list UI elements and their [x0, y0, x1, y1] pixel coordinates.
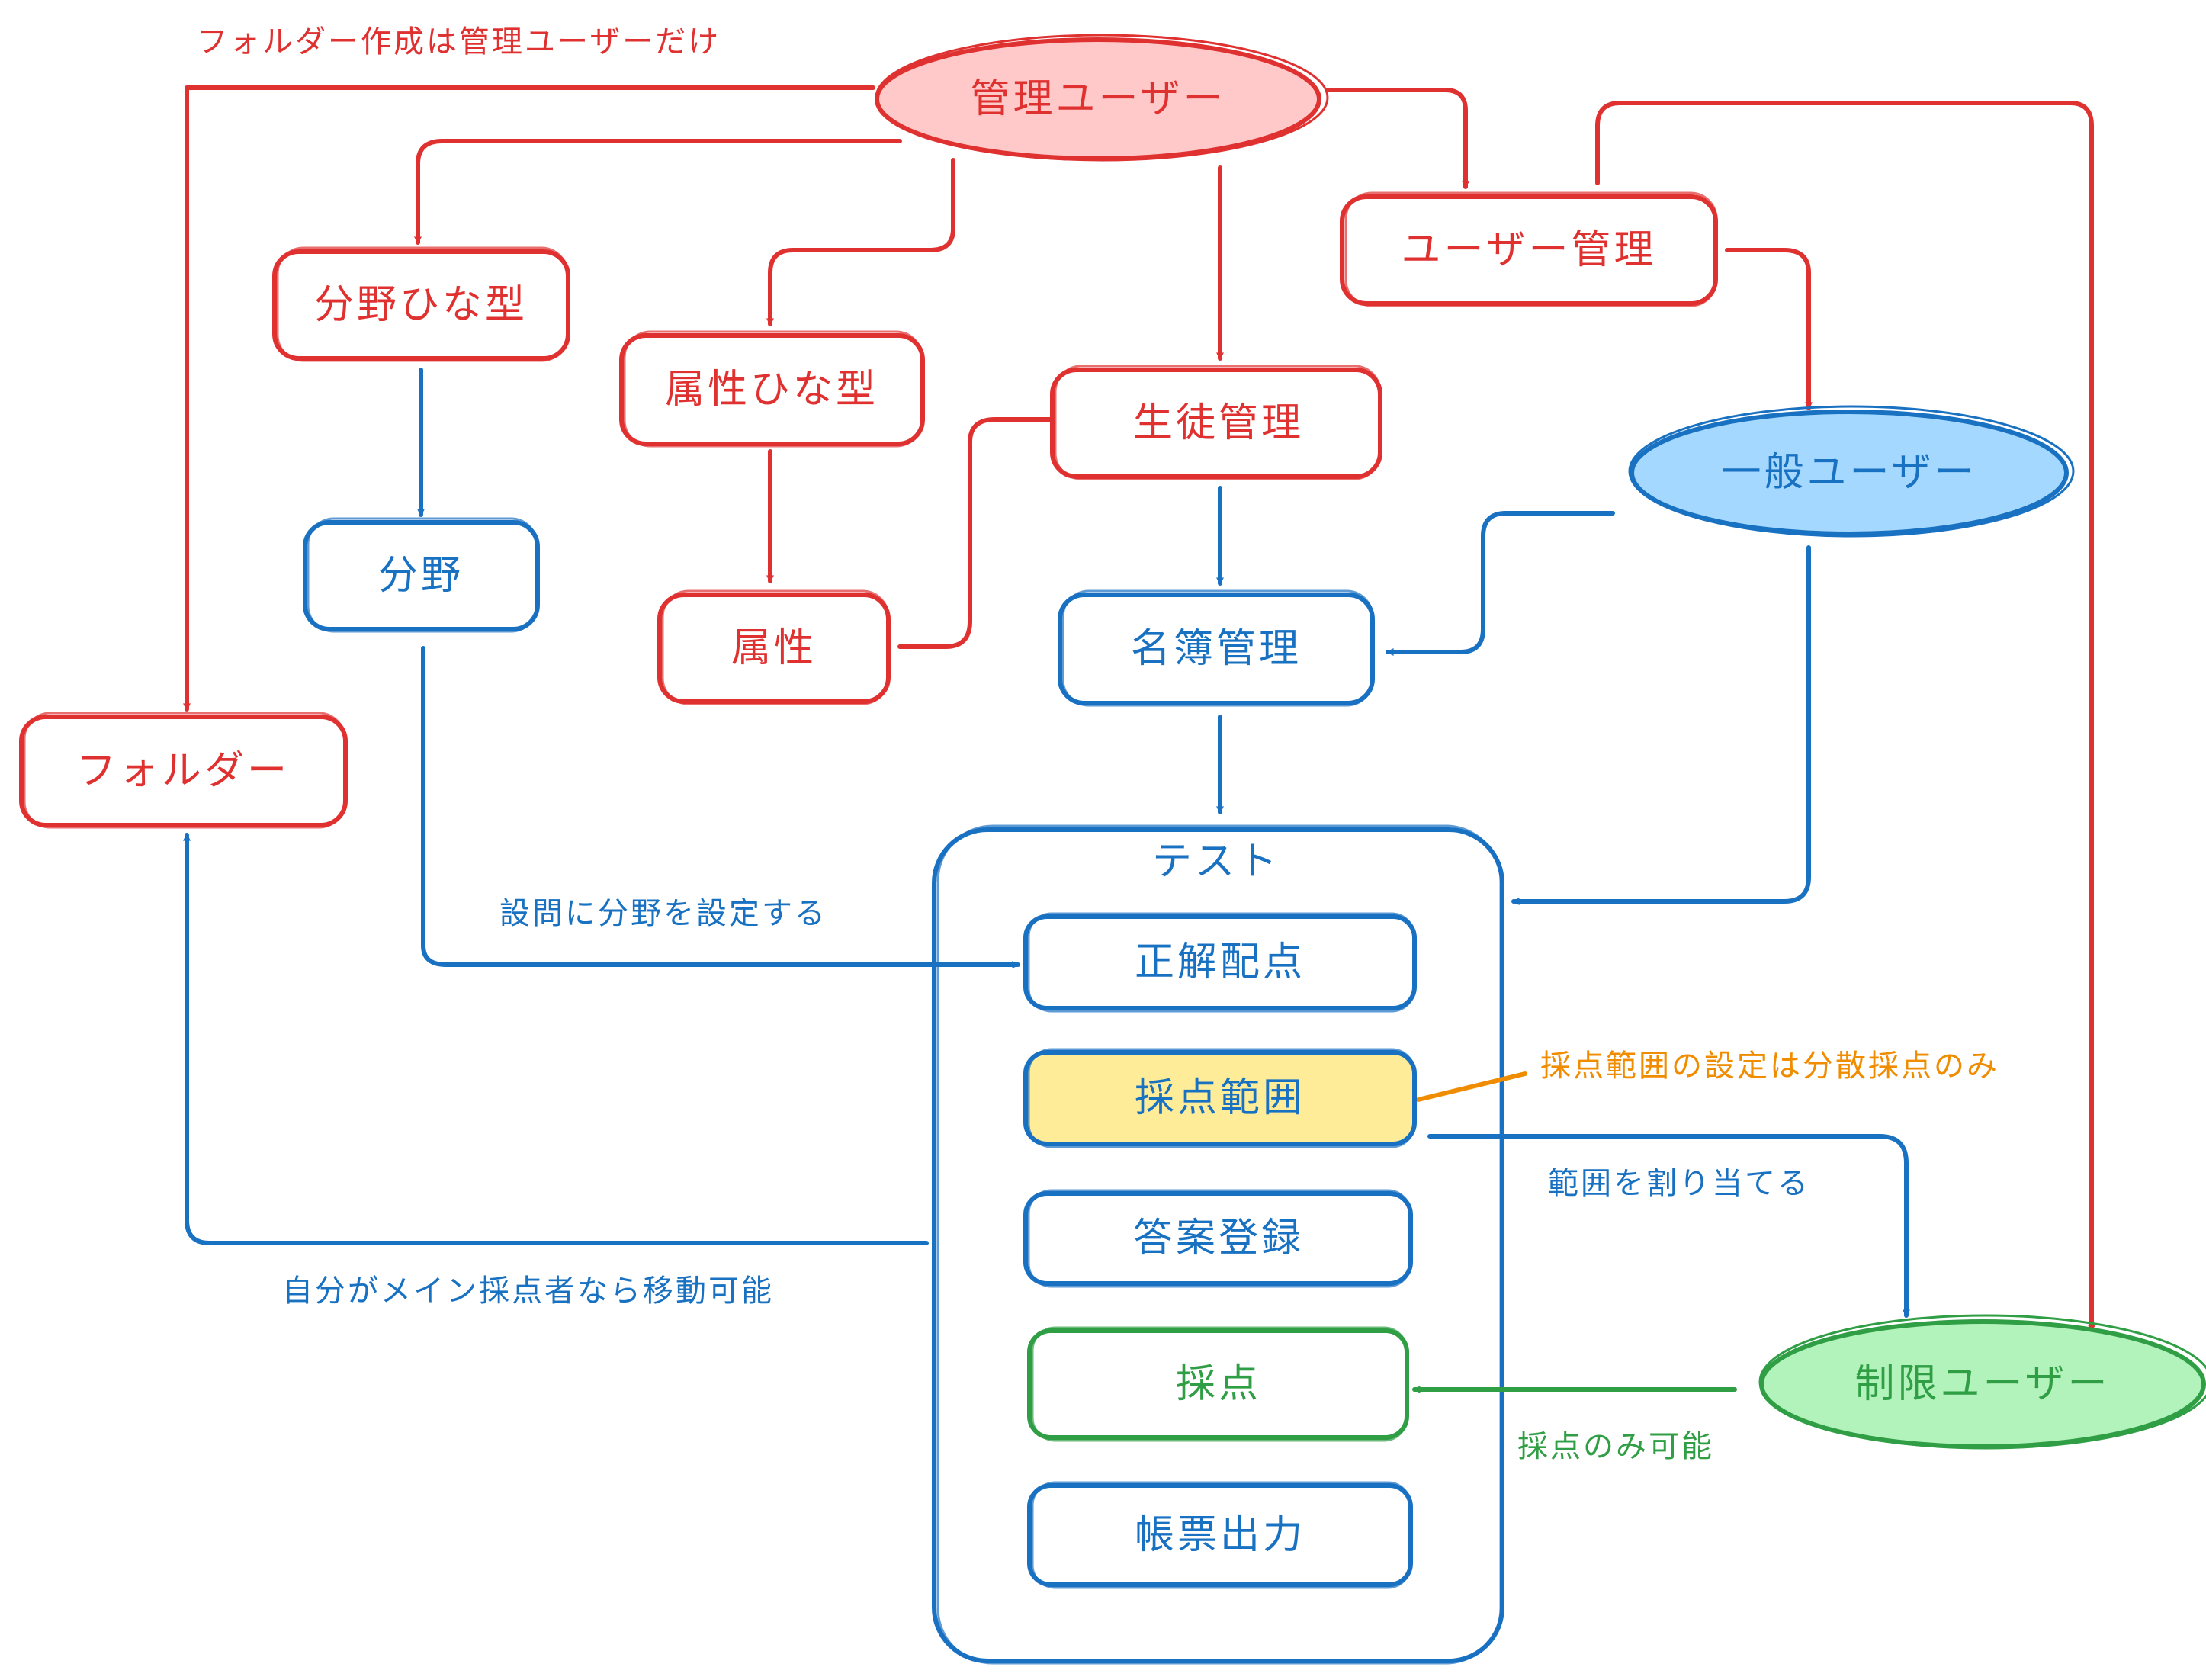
- node-report-output: 帳票出力: [1027, 1481, 1413, 1589]
- admin-user-label: 管理ユーザー: [971, 76, 1226, 122]
- edge-attribute-to-student-management: [897, 419, 1058, 649]
- edge-admin-to-folder: [187, 85, 875, 712]
- edge-user-management-to-general-user: [1725, 248, 1809, 410]
- restricted-user-label: 制限ユーザー: [1855, 1361, 2111, 1407]
- node-roster-management: 名簿管理: [1058, 589, 1375, 707]
- folder-label: フォルダー: [76, 748, 290, 794]
- attribute-template-label: 属性ひな型: [665, 367, 878, 413]
- attribute-label: 属性: [731, 625, 817, 671]
- edge-grading-range-to-restricted-user: [1427, 1134, 1906, 1318]
- label-set-field-to-question: 設問に分野を設定する: [499, 896, 827, 931]
- grading-range-label: 採点範囲: [1135, 1075, 1305, 1121]
- node-field-template: 分野ひな型: [272, 246, 570, 362]
- node-answer-registration: 答案登録: [1023, 1189, 1413, 1288]
- node-grading: 採点: [1027, 1326, 1409, 1442]
- label-grading-only: 採点のみ可能: [1517, 1429, 1714, 1464]
- edge-test-to-folder: [187, 833, 929, 1245]
- edge-admin-to-attribute-template: [770, 158, 955, 326]
- annotation-grading-range-note: 採点範囲の設定は分散採点のみ: [1540, 1049, 1999, 1084]
- node-grading-range: 採点範囲: [1023, 1048, 1417, 1148]
- node-attribute: 属性: [657, 589, 891, 705]
- label-move-if-main-grader: 自分がメイン採点者なら移動可能: [282, 1274, 774, 1309]
- user-management-label: ユーザー管理: [1402, 227, 1657, 273]
- grading-label: 採点: [1176, 1361, 1261, 1407]
- field-template-label: 分野ひな型: [314, 282, 528, 328]
- node-user-management: ユーザー管理: [1340, 191, 1718, 307]
- report-output-label: 帳票出力: [1135, 1512, 1305, 1558]
- edge-user-management-to-restricted-user: [1595, 101, 2092, 1333]
- node-attribute-template: 属性ひな型: [619, 330, 925, 448]
- node-field: 分野: [303, 517, 540, 633]
- test-title: テスト: [1152, 839, 1280, 885]
- general-user-label: 一般ユーザー: [1722, 450, 1977, 496]
- edge-field-to-answer-points: [421, 646, 1020, 965]
- node-restricted-user: 制限ユーザー: [1758, 1314, 2206, 1450]
- answer-registration-label: 答案登録: [1133, 1216, 1304, 1261]
- label-assign-range: 範囲を割り当てる: [1548, 1166, 1810, 1201]
- node-admin-user: 管理ユーザー: [875, 34, 1329, 162]
- edge-admin-to-user-management: [1325, 88, 1466, 189]
- edge-admin-to-field-template: [418, 139, 902, 245]
- node-general-user: 一般ユーザー: [1628, 405, 2075, 538]
- test-container-sketch: [936, 824, 1502, 1665]
- node-student-management: 生徒管理: [1050, 365, 1382, 480]
- student-management-label: 生徒管理: [1133, 400, 1304, 446]
- field-label: 分野: [378, 553, 464, 599]
- node-folder: フォルダー: [19, 712, 348, 829]
- answer-points-label: 正解配点: [1135, 940, 1305, 985]
- test-container: [932, 827, 1504, 1663]
- annotation-connector: [1416, 1071, 1527, 1102]
- edge-general-user-to-test: [1511, 545, 1811, 901]
- label-folder-admin-only: フォルダー作成は管理ユーザーだけ: [197, 24, 721, 59]
- roster-management-label: 名簿管理: [1131, 626, 1302, 672]
- edge-general-user-to-roster: [1386, 511, 1615, 652]
- node-answer-points: 正解配点: [1023, 912, 1417, 1013]
